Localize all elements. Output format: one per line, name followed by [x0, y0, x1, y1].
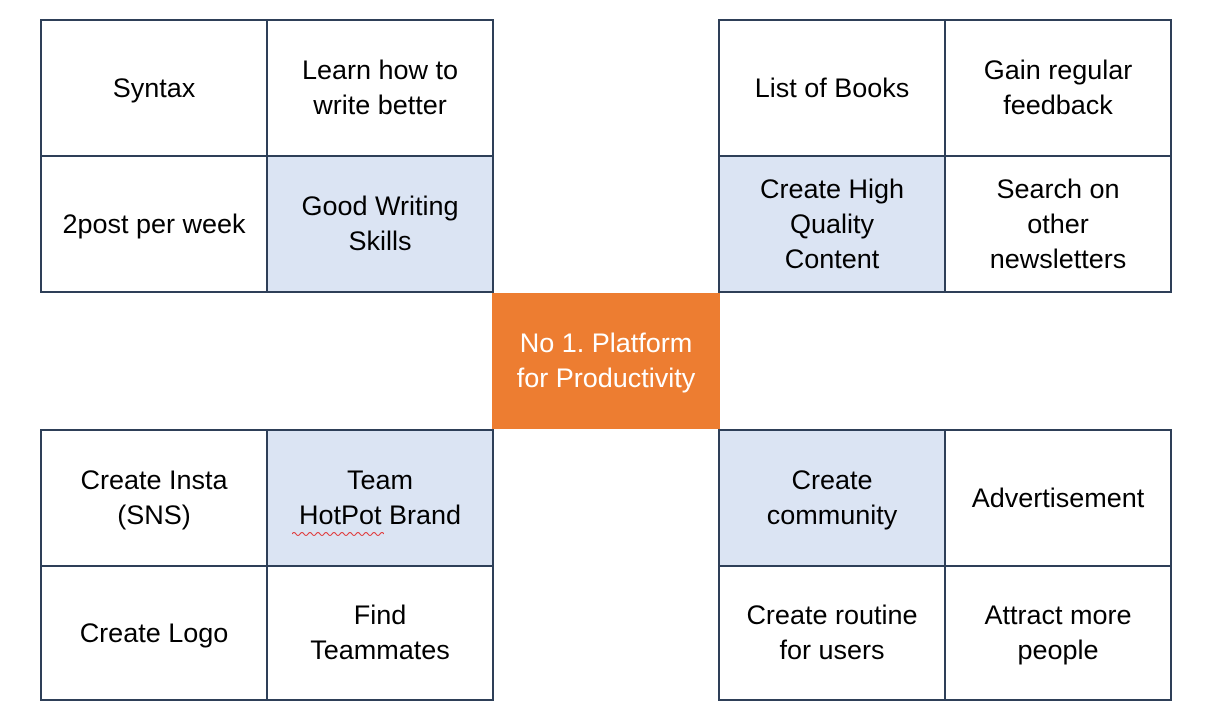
cell-syntax: Syntax — [40, 19, 268, 157]
cell-team-hotpot-brand: Team HotPot Brand — [266, 429, 494, 567]
spellcheck-underline — [292, 532, 384, 536]
cell-create-quality-content: Create High Quality Content — [718, 155, 946, 293]
center-goal: No 1. Platform for Productivity — [492, 293, 720, 429]
cell-search-newsletters: Search on other newsletters — [944, 155, 1172, 293]
cell-find-teammates: Find Teammates — [266, 565, 494, 701]
cell-create-community: Create community — [718, 429, 946, 567]
cell-learn-write-better: Learn how to write better — [266, 19, 494, 157]
cell-create-logo: Create Logo — [40, 565, 268, 701]
cell-2post-per-week: 2post per week — [40, 155, 268, 293]
cell-advertisement: Advertisement — [944, 429, 1172, 567]
cell-create-routine: Create routine for users — [718, 565, 946, 701]
cell-good-writing-skills: Good Writing Skills — [266, 155, 494, 293]
cell-create-insta: Create Insta (SNS) — [40, 429, 268, 567]
cell-gain-feedback: Gain regular feedback — [944, 19, 1172, 157]
cell-list-of-books: List of Books — [718, 19, 946, 157]
cell-attract-people: Attract more people — [944, 565, 1172, 701]
